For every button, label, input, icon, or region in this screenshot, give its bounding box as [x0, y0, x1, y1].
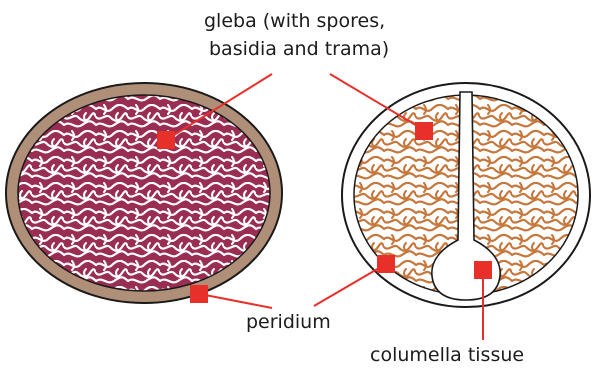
- peridium-marker-left: [190, 285, 208, 303]
- peridium-leader-left: [200, 294, 272, 308]
- peridium-marker-right: [377, 255, 395, 273]
- columella-marker: [474, 261, 492, 279]
- peridium-leader-right: [314, 264, 386, 306]
- gleba-label-line1: gleba (with spores,: [204, 8, 385, 34]
- gleba-marker-right: [415, 122, 433, 140]
- left-fruiting-body: [6, 83, 282, 303]
- peridium-label: peridium: [246, 309, 331, 335]
- left-gleba-tissue: [18, 95, 270, 291]
- gleba-marker-left: [157, 131, 175, 149]
- gleba-label-line2: basidia and trama): [209, 36, 389, 62]
- right-fruiting-body: [342, 83, 590, 307]
- columella-label: columella tissue: [370, 342, 524, 368]
